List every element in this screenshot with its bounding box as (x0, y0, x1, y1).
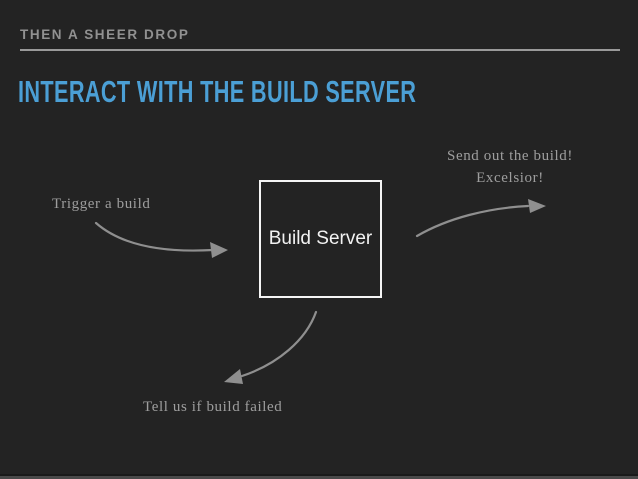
bottom-edge-light-line (0, 476, 638, 479)
fail-arrow (224, 310, 318, 384)
build-server-label: Build Server (268, 228, 373, 249)
slide-kicker: THEN A SHEER DROP (20, 27, 190, 42)
annotation-tell-us-if-build-failed: Tell us if build failed (143, 399, 283, 415)
build-server-node: Build Server (259, 180, 382, 298)
kicker-divider-line (20, 49, 620, 51)
trigger-arrow (94, 221, 228, 258)
annotation-send-line1: Send out the build! (447, 148, 573, 164)
annotation-send-out-the-build: Send out the build! Excelsior! (420, 145, 600, 189)
bottom-edge-dark-line (0, 474, 638, 476)
annotation-send-line2: Excelsior! (476, 170, 544, 186)
annotation-trigger-a-build: Trigger a build (52, 196, 151, 212)
send-arrow (415, 199, 546, 238)
slide-title: INTERACT WITH THE BUILD SERVER (18, 74, 417, 109)
